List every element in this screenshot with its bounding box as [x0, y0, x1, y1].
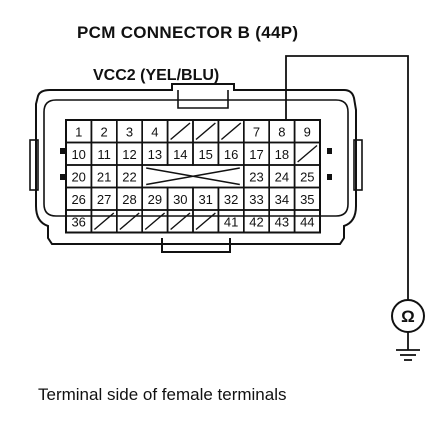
terminal-number: 11: [97, 147, 111, 162]
terminal-number: 15: [198, 147, 212, 162]
unused-cavity-slash: [93, 212, 115, 231]
alignment-mark: [60, 174, 65, 180]
housing-inner-line: [43, 99, 349, 217]
ground-icon: [396, 349, 420, 361]
terminal-number: 25: [300, 169, 314, 184]
terminal-number: 35: [300, 192, 314, 207]
terminal-number: 31: [198, 192, 212, 207]
merged-cavity-cross: [146, 167, 240, 186]
terminal-number: 10: [71, 147, 85, 162]
terminal-number: 28: [122, 192, 136, 207]
terminal-number: 21: [97, 169, 111, 184]
terminal-number: 1: [75, 124, 82, 139]
terminal-number: 42: [249, 214, 263, 229]
housing-left-tab: [29, 139, 39, 191]
unused-cavity-slash: [297, 144, 318, 163]
terminal-number: 14: [173, 147, 187, 162]
alignment-mark: [327, 174, 332, 180]
diagram-caption: Terminal side of female terminals: [38, 385, 286, 404]
terminal-number: 36: [71, 214, 85, 229]
terminal-number: 23: [249, 169, 263, 184]
terminal-number: 4: [151, 124, 158, 139]
terminal-number: 30: [173, 192, 187, 207]
unused-cavity-slash: [170, 212, 191, 231]
alignment-mark: [327, 148, 332, 154]
alignment-mark: [60, 148, 65, 154]
terminal-number: 13: [148, 147, 162, 162]
terminal-number: 33: [249, 192, 263, 207]
terminal-number: 8: [278, 124, 285, 139]
terminal-number: 2: [100, 124, 107, 139]
housing-latch: [177, 90, 229, 109]
unused-cavity-slash: [119, 212, 140, 231]
terminal-number: 29: [148, 192, 162, 207]
unused-cavity-slash: [195, 212, 216, 231]
terminal-number: 16: [224, 147, 238, 162]
housing-right-tab: [353, 139, 363, 191]
terminal-44: [293, 209, 321, 234]
unused-cavity-slash: [144, 212, 166, 231]
housing-outer-shell: [35, 83, 357, 245]
terminal-number: 27: [97, 192, 111, 207]
terminal-number: 18: [275, 147, 289, 162]
connector-housing: [29, 83, 363, 253]
ohmmeter-symbol: Ω: [401, 307, 415, 326]
terminal-number: 17: [249, 147, 263, 162]
terminal-number: 12: [122, 147, 136, 162]
housing-bottom-key: [161, 238, 231, 253]
terminal-number: 41: [224, 214, 238, 229]
wire-label: VCC2 (YEL/BLU): [93, 67, 219, 84]
terminal-number: 32: [224, 192, 238, 207]
ohmmeter-icon: Ω: [391, 299, 425, 333]
terminal-number: 44: [300, 214, 314, 229]
meter-lead-wire: [285, 55, 409, 300]
terminal-number: 3: [126, 124, 133, 139]
unused-cavity-slash: [220, 122, 242, 141]
terminal-number: 43: [275, 214, 289, 229]
terminal-number: 22: [122, 169, 136, 184]
diagram-title: PCM CONNECTOR B (44P): [77, 23, 298, 42]
unused-cavity-slash: [170, 122, 191, 141]
terminal-number: 34: [275, 192, 289, 207]
unused-cavity-slash: [195, 122, 216, 141]
terminal-number: 20: [71, 169, 85, 184]
terminal-number: 7: [253, 124, 260, 139]
terminal-number: 26: [71, 192, 85, 207]
terminal-number: 9: [304, 124, 311, 139]
terminal-number: 24: [275, 169, 289, 184]
